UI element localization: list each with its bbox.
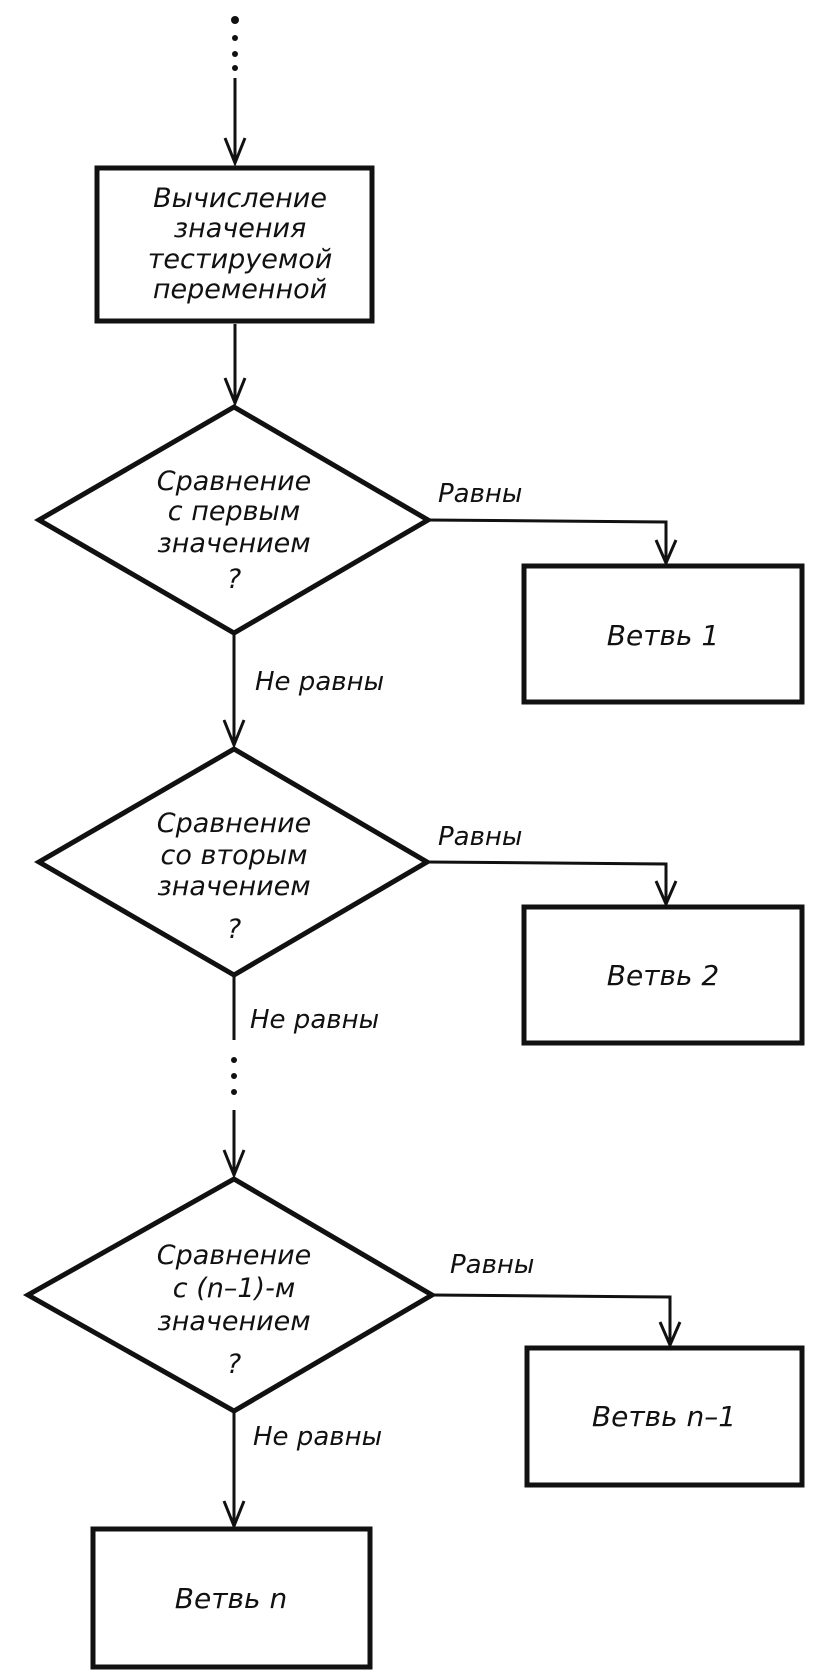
- decision-2-line-2: со вторым: [161, 840, 308, 871]
- decision-2-yes-label: Равны: [438, 822, 522, 852]
- decision-2: Сравнение со вторым значением ?: [34, 746, 432, 978]
- process-line-4: переменной: [153, 274, 327, 305]
- decision-2-line-1: Сравнение: [157, 808, 312, 839]
- decision-2-question: ?: [227, 914, 241, 945]
- decision-3: Сравнение с (n–1)-м значением ?: [22, 1176, 437, 1414]
- decision-2-line-3: значением: [157, 871, 310, 902]
- decision-1-yes-connector: [427, 518, 668, 563]
- decision-3-yes-label: Равны: [450, 1250, 534, 1280]
- decision-2-no-label: Не равны: [250, 1005, 379, 1035]
- decision-3-line-1: Сравнение: [157, 1240, 312, 1271]
- decision-1-question: ?: [227, 564, 241, 595]
- decision-1-yes-label: Равны: [438, 479, 522, 509]
- branch-n-box: Ветвь n: [90, 1526, 373, 1670]
- arrowhead-decision-1: [223, 377, 247, 408]
- middle-continuation-dots: [231, 1057, 237, 1095]
- arrowhead-decision-3: [222, 1149, 246, 1180]
- decision-3-yes-connector: [431, 1293, 672, 1345]
- decision-1-line-1: Сравнение: [157, 466, 312, 497]
- decision-2-yes-connector: [426, 860, 668, 904]
- arrowhead-decision-2: [222, 719, 246, 750]
- entry-arrowhead: [223, 137, 247, 168]
- branch-n-minus-1-arrowhead: [658, 1321, 682, 1349]
- decision-3-line-3: значением: [157, 1306, 310, 1337]
- decision-3-question: ?: [227, 1349, 241, 1380]
- decision-1: Сравнение с первым значением ?: [34, 404, 433, 636]
- branch-n-arrowhead: [222, 1500, 246, 1531]
- branch-n-minus-1-box: Ветвь n–1: [524, 1345, 805, 1488]
- process-box: Вычисление значения тестируемой переменн…: [94, 165, 375, 324]
- branch-1-label: Ветвь 1: [607, 619, 719, 652]
- decision-1-no-label: Не равны: [255, 667, 384, 697]
- process-line-3: тестируемой: [148, 244, 333, 275]
- entry-continuation-dots: [231, 16, 239, 71]
- decision-1-line-2: с первым: [168, 496, 300, 527]
- decision-1-line-3: значением: [157, 528, 310, 559]
- branch-1-box: Ветвь 1: [521, 563, 805, 705]
- process-line-1: Вычисление: [153, 183, 327, 214]
- branch-n-label: Ветвь n: [175, 1582, 287, 1615]
- branch-2-label: Ветвь 2: [607, 959, 719, 992]
- branch-1-arrowhead: [654, 539, 678, 567]
- decision-3-no-label: Не равны: [253, 1422, 382, 1452]
- decision-3-line-2: с (n–1)-м: [173, 1273, 295, 1304]
- process-line-2: значения: [174, 213, 307, 244]
- branch-2-arrowhead: [654, 880, 678, 908]
- branch-2-box: Ветвь 2: [521, 904, 805, 1046]
- branch-n-minus-1-label: Ветвь n–1: [592, 1400, 736, 1433]
